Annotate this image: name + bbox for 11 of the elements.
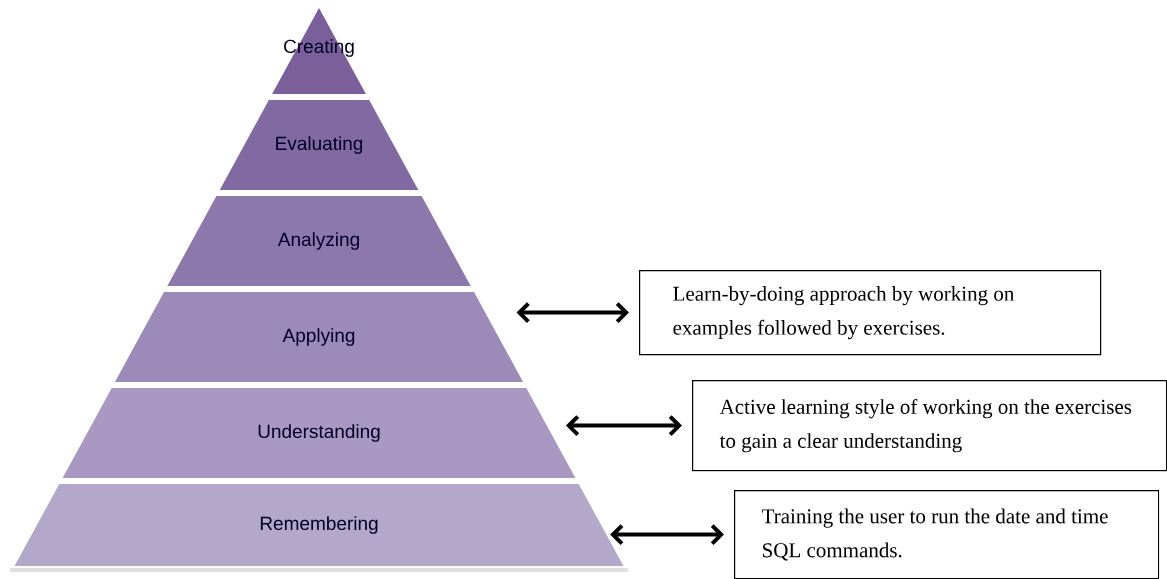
text-box: Training the user to run the date and time SQL commands.: [734, 490, 1160, 579]
text-box: Learn-by-doing approach by working on examples followed by exercises.: [639, 270, 1102, 356]
pyramid-tier: Evaluating: [219, 100, 419, 190]
double-arrow: [565, 415, 682, 436]
pyramid-tier: Analyzing: [167, 196, 471, 286]
pyramid-tier: Remembering: [14, 484, 624, 566]
double-arrow: [610, 524, 724, 545]
double-arrow: [516, 302, 629, 323]
pyramid-tier: Applying: [114, 292, 524, 382]
pyramid-tier: Understanding: [62, 388, 576, 478]
text-box: Active learning style of working on the exercises to gain a clear understanding: [692, 380, 1167, 472]
